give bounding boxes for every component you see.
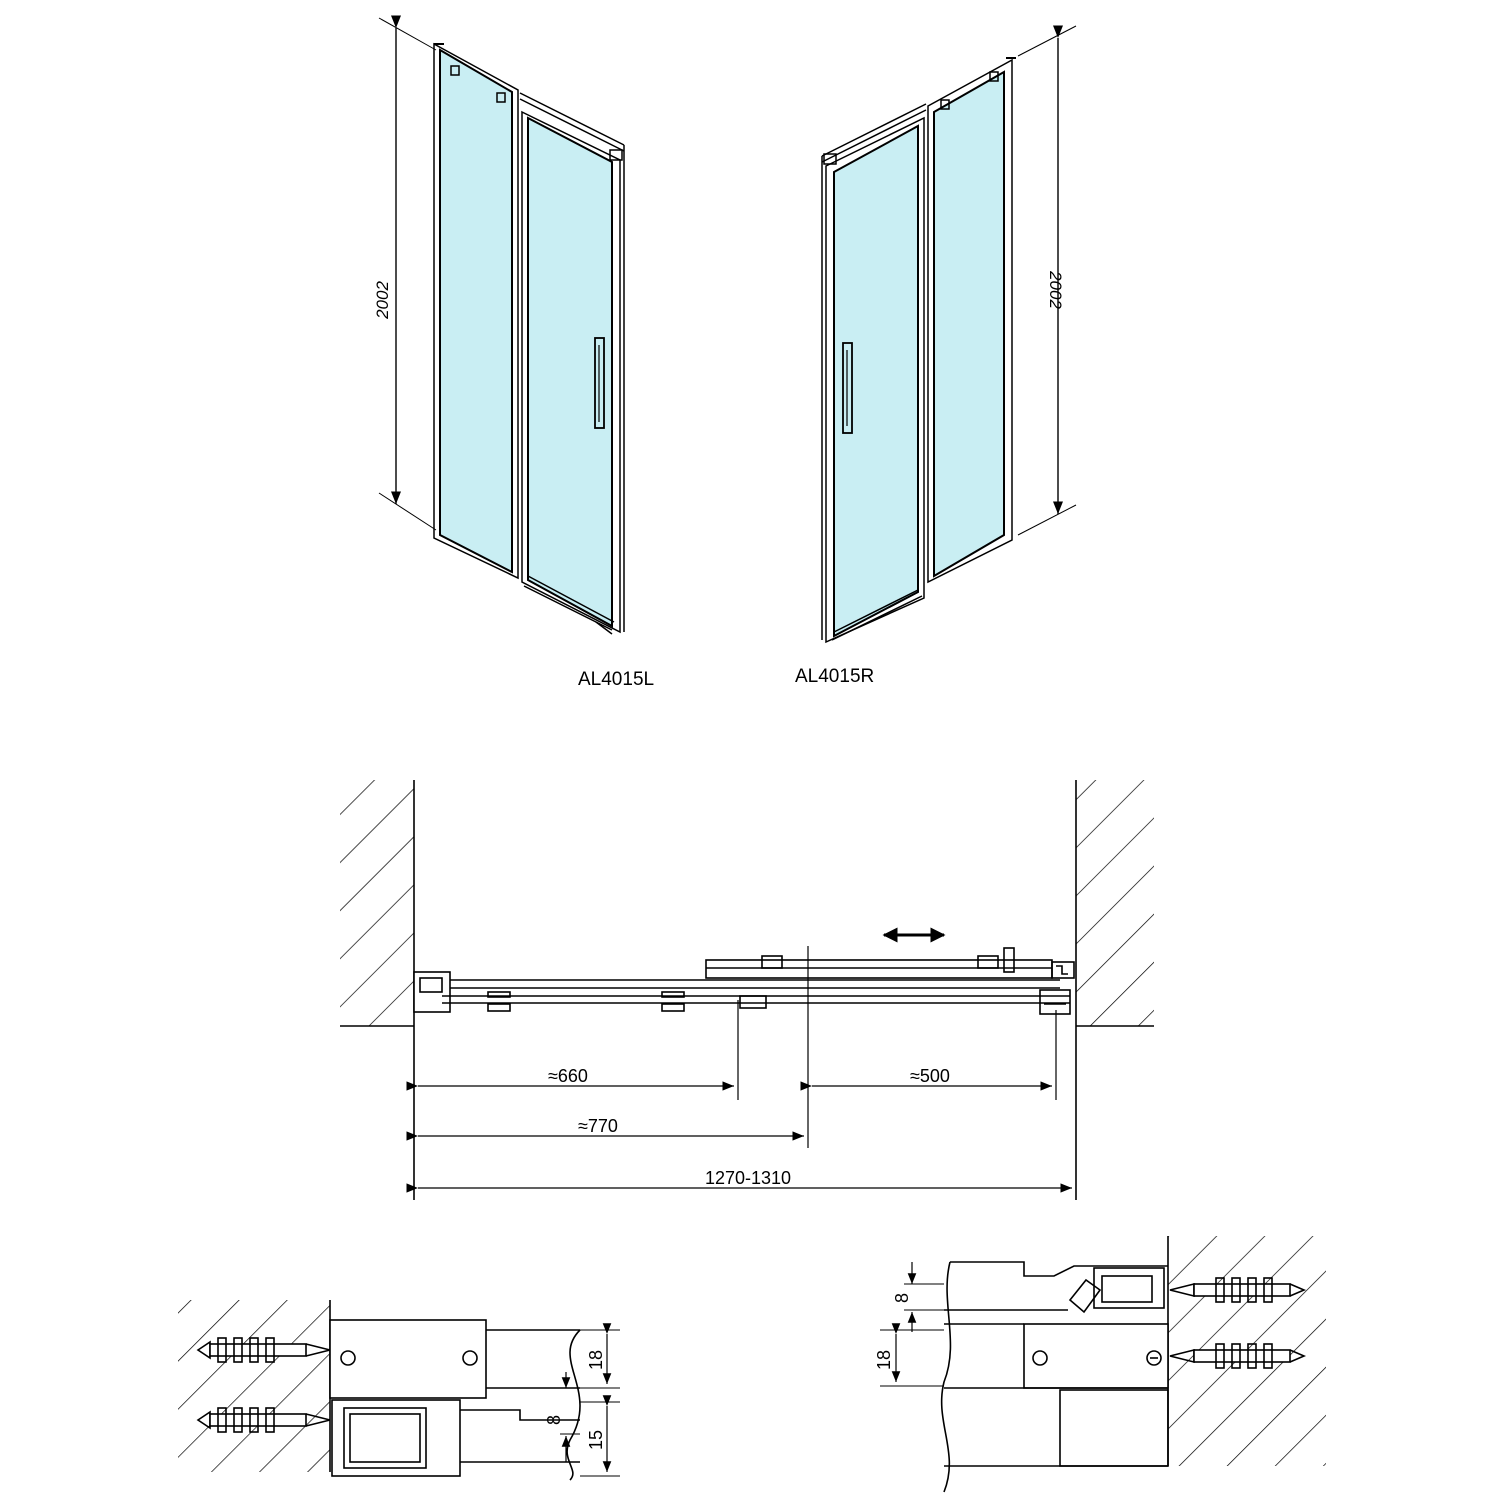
- wall-right-hatch: [1076, 780, 1154, 1026]
- model-label-left: AL4015L: [578, 669, 654, 690]
- fixed-glass-panel-left: [439, 48, 513, 574]
- plan-view: [340, 780, 1154, 1200]
- wall-plug-top: [196, 1337, 331, 1363]
- dim-500: ≈500: [910, 1066, 950, 1086]
- detail-right: [880, 1236, 1326, 1493]
- elevation-right: [821, 25, 1077, 644]
- wall-left-hatch: [340, 780, 414, 1026]
- door-handle-right: [842, 342, 853, 434]
- door-handle-left: [594, 337, 605, 429]
- height-label-right: 2002: [1046, 270, 1065, 309]
- model-label-right: AL4015R: [795, 666, 874, 687]
- right-detail-dim-18: 18: [874, 1350, 894, 1370]
- dim-660: ≈660: [548, 1066, 588, 1086]
- dim-770: ≈770: [578, 1116, 618, 1136]
- wall-plug-bottom: [196, 1407, 331, 1433]
- wall-plug-lower: [1169, 1343, 1307, 1369]
- sliding-glass-panel-right: [833, 124, 919, 638]
- wall-plug-upper: [1169, 1277, 1307, 1303]
- elevation-left: [378, 15, 625, 635]
- right-detail-dim-8: 8: [892, 1293, 912, 1303]
- left-detail-dim-8: 8: [544, 1415, 564, 1425]
- height-label-left: 2002: [373, 281, 392, 320]
- dim-total-width: 1270-1310: [705, 1168, 791, 1188]
- detail-left: [178, 1300, 620, 1481]
- sliding-glass-panel-left: [527, 116, 613, 628]
- left-detail-dim-15: 15: [586, 1430, 606, 1450]
- fixed-glass-panel-right: [933, 70, 1005, 578]
- left-detail-dim-18: 18: [586, 1350, 606, 1370]
